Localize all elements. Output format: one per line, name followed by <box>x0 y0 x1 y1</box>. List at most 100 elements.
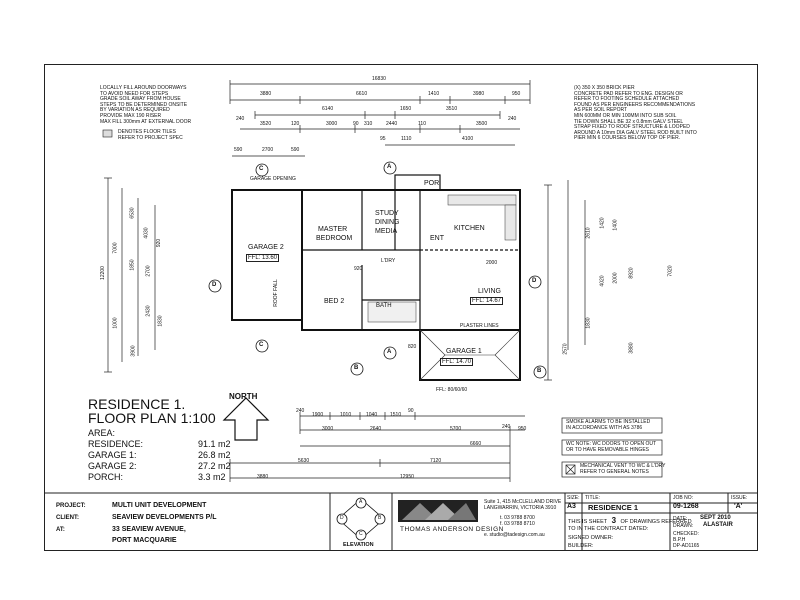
drawing-title-line-1: RESIDENCE 1. <box>88 396 186 412</box>
ffl-garage-1: FFL: 14.70 <box>440 358 474 366</box>
section-marker-b-right <box>533 365 547 379</box>
dim-bottom: 240 <box>502 424 511 430</box>
firm-email: e. studio@tadesign.com.au <box>484 532 545 538</box>
size-value: A3 <box>567 503 576 510</box>
ffl-porch-label: FFL: 80/60/60 <box>436 387 468 393</box>
elevation-label: ELEVATION <box>343 542 374 548</box>
dim-bottom: 5630 <box>298 458 310 464</box>
dim-left: 1850 <box>129 259 136 271</box>
room-label-bedroom: BEDROOM <box>316 235 353 242</box>
firm-logo <box>398 500 478 522</box>
section-letter-b: B <box>537 368 542 374</box>
room-label-garage-1: GARAGE 1 <box>446 348 482 355</box>
dim-right: 1400 <box>612 219 619 231</box>
dim-left: 920 <box>156 238 163 248</box>
job-value: 09-1268 <box>673 503 699 510</box>
at-label: AT: <box>56 527 65 533</box>
address-line-1: 33 SEAVIEW AVENUE, <box>112 526 186 533</box>
section-letter-d: D <box>532 278 537 284</box>
dim-top-overall: 16830 <box>372 76 386 82</box>
dim-left: 7000 <box>112 242 119 254</box>
signed-owner-label: SIGNED OWNER: <box>568 535 614 541</box>
section-marker-c-top <box>255 163 269 177</box>
kitchen-bench-side <box>504 204 517 241</box>
project-label: PROJECT: <box>56 503 86 509</box>
dim-left: 2430 <box>145 305 152 317</box>
dim-left: 1000 <box>112 317 119 329</box>
elevation-letter-a: A <box>359 499 363 505</box>
section-letter-d: D <box>212 282 217 288</box>
room-label-laundry: L'DRY <box>381 258 396 264</box>
dim-top: 1650 <box>400 106 412 112</box>
client-label: CLIENT: <box>56 515 79 521</box>
dim-top: 3000 <box>326 121 338 127</box>
area-label: PORCH: <box>88 472 124 482</box>
section-letter-c: C <box>259 166 264 172</box>
room-label-ent: ENT <box>430 235 444 242</box>
dim-top: 3880 <box>260 91 272 97</box>
dim-bottom: 240 <box>296 408 305 414</box>
section-marker-a-top <box>383 161 397 175</box>
dim-top: 90 <box>353 121 359 127</box>
dim-top: 3510 <box>446 106 458 112</box>
address-line-2: PORT MACQUARIE <box>112 537 177 544</box>
area-value: 26.8 m2 <box>198 450 231 460</box>
dim-top: 4100 <box>462 136 474 142</box>
ffl-garage-2: FFL: 13.60 <box>246 254 280 262</box>
dim-bottom: 2640 <box>370 426 382 432</box>
area-value: 27.2 m2 <box>198 461 231 471</box>
dim-top: 590 <box>234 147 243 153</box>
builder-label: BUILDER: <box>568 543 594 549</box>
checked-value: B.P.H <box>673 537 686 543</box>
dim-top: 3500 <box>476 121 488 127</box>
section-letter-a: A <box>387 164 392 170</box>
dim-right: 2000 <box>612 272 619 284</box>
roof-fall-label: ROOF FALL <box>272 279 279 307</box>
area-heading: AREA: <box>88 428 116 438</box>
room-label-living: LIVING <box>478 288 501 295</box>
client-value: SEAVIEW DEVELOPMENTS P/L <box>112 514 217 521</box>
room-label-kitchen: KITCHEN <box>454 225 485 232</box>
dim-top: 2440 <box>386 121 398 127</box>
dim-top: 590 <box>291 147 300 153</box>
dim-left: 3900 <box>130 345 137 357</box>
wc-note-box <box>561 439 663 456</box>
room-label-bath: BATH <box>376 303 392 309</box>
kitchen-bench <box>447 194 517 206</box>
section-marker-c-bottom <box>255 339 269 353</box>
floor-tiles-legend-swatch <box>102 129 113 138</box>
dim-right: 8920 <box>628 267 635 279</box>
sheet-reference: THIS IS SHEET 3 OF DRAWINGS REFERRED <box>568 516 692 525</box>
porch-outline <box>394 174 441 191</box>
dim-bottom: 950 <box>518 426 527 432</box>
room-label-porch: POR <box>424 180 440 187</box>
room-label-master: MASTER <box>318 226 348 233</box>
door-dim: 920 <box>354 266 363 272</box>
area-value: 3.3 m2 <box>198 472 226 482</box>
dim-top: 310 <box>364 121 373 127</box>
dim-top: 3980 <box>473 91 485 97</box>
section-marker-a-bottom <box>383 346 397 360</box>
dim-bottom: 1900 <box>312 412 324 418</box>
date-label: DATE: <box>673 516 688 522</box>
room-label-garage-2: GARAGE 2 <box>248 244 284 251</box>
area-label: GARAGE 1: <box>88 450 137 460</box>
dim-left: 2700 <box>145 265 152 277</box>
bath-tiles <box>367 301 417 323</box>
dim-right: 2570 <box>562 343 569 355</box>
drawing-sheet <box>44 64 758 551</box>
issue-value: 'A' <box>734 503 743 510</box>
section-marker-d-right <box>528 275 542 289</box>
dim-left: 6530 <box>129 207 136 219</box>
dim-top: 950 <box>512 91 521 97</box>
dim-right: 1830 <box>585 317 592 329</box>
vent-symbol-icon <box>565 464 576 475</box>
drawn-value: ALASTAIR <box>703 522 733 528</box>
ffl-living: FFL: 14.67 <box>470 297 504 305</box>
date-value: SEPT 2010 <box>700 515 731 521</box>
